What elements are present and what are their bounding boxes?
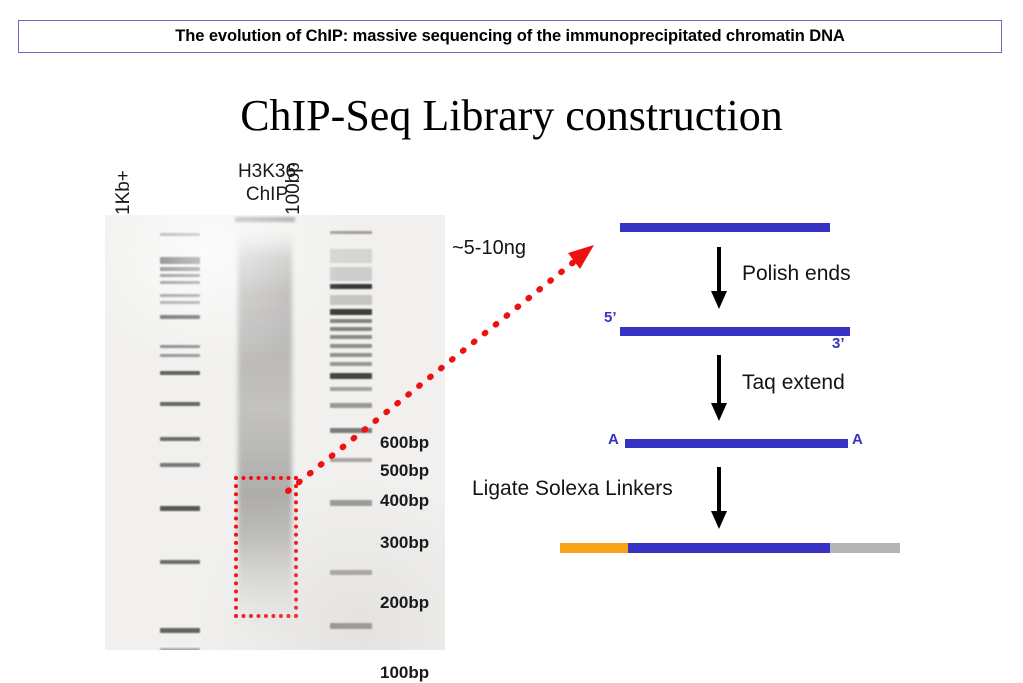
- step-label-ligate-solexa-linkers: Ligate Solexa Linkers: [472, 477, 673, 500]
- ladder-band: [330, 249, 372, 263]
- ladder-band: [330, 335, 372, 339]
- ladder-size-label: 300bp: [380, 533, 430, 552]
- step-arrow-ligate-linkers: [711, 467, 727, 529]
- ladder-band: [160, 354, 200, 357]
- step-arrow-polish-ends: [711, 247, 727, 309]
- ladder-band: [330, 327, 372, 331]
- lane-label-ladder-100bp: 100bp: [283, 162, 304, 215]
- ladder-size-label: 200bp: [380, 593, 430, 612]
- insert-dna: [628, 543, 830, 553]
- ladder-band: [330, 267, 372, 281]
- lane-label-sample-line2: ChIP: [245, 184, 289, 205]
- dna-amount-label: ~5-10ng: [452, 237, 526, 259]
- ladder-band: [160, 437, 200, 441]
- dna-fragment-a-tailed: [625, 439, 848, 448]
- ladder-band: [330, 570, 372, 575]
- lane-label-sample-line1: H3K36: [237, 161, 297, 182]
- ladder-band: [160, 463, 200, 467]
- ladder-band: [160, 274, 200, 277]
- ladder-band: [160, 315, 200, 319]
- ladder-band: [330, 319, 372, 323]
- solexa-linker-right: [830, 543, 900, 553]
- chip-dna-smear: [238, 227, 292, 632]
- ladder-band: [330, 344, 372, 348]
- ladder-band: [330, 231, 372, 234]
- ladder-band: [160, 267, 200, 271]
- dna-fragment-raw: [620, 223, 830, 232]
- ladder-band: [330, 284, 372, 289]
- banner-title-text: The evolution of ChIP: massive sequencin…: [175, 27, 845, 45]
- ladder-band: [330, 500, 372, 506]
- lane-label-ladder-1kb: 1Kb+: [113, 170, 134, 215]
- a-overhang-label-right: A: [852, 431, 863, 448]
- ladder-band: [330, 309, 372, 315]
- ladder-band: [330, 428, 372, 433]
- ladder-band: [330, 353, 372, 357]
- ladder-band: [160, 628, 200, 633]
- ladder-band: [160, 560, 200, 564]
- gel-lane-ladder-1kb: [160, 215, 200, 650]
- ladder-size-label: 500bp: [380, 461, 430, 480]
- page-title: ChIP-Seq Library construction: [240, 91, 783, 140]
- lane-label-sample: H3K36 ChIP: [217, 160, 317, 206]
- ladder-band: [160, 506, 200, 511]
- five-prime-label: 5’: [604, 309, 617, 326]
- gel-lane-ladder-100bp: [330, 215, 372, 650]
- ladder-band: [330, 387, 372, 391]
- ladder-band: [160, 233, 200, 236]
- step-label-taq-extend: Taq extend: [742, 371, 845, 394]
- ladder-band: [160, 281, 200, 284]
- ladder-band: [160, 402, 200, 406]
- slide-header-banner: The evolution of ChIP: massive sequencin…: [18, 20, 1002, 53]
- ladder-band: [160, 257, 200, 264]
- ladder-band: [330, 403, 372, 408]
- ladder-size-label: 600bp: [380, 433, 430, 452]
- size-selection-box: [234, 476, 298, 618]
- ladder-band: [160, 294, 200, 297]
- ladder-band: [330, 458, 372, 462]
- ladder-band: [160, 301, 200, 304]
- ladder-size-label: 100bp: [380, 663, 430, 682]
- ladder-band: [160, 345, 200, 348]
- gel-lane-chip-sample: [227, 215, 303, 650]
- step-label-polish-ends: Polish ends: [742, 262, 851, 285]
- gel-electrophoresis-figure: 1Kb+ H3K36 ChIP 100bp 600bp 500bp 400bp 300…: [105, 160, 450, 682]
- solexa-linker-left: [560, 543, 628, 553]
- ladder-band: [330, 623, 372, 629]
- ladder-band: [330, 295, 372, 305]
- ladder-band: [160, 371, 200, 375]
- ladder-size-label: 400bp: [380, 491, 430, 510]
- ladder-band: [330, 362, 372, 366]
- chip-well-band: [235, 217, 295, 222]
- dna-fragment-blunt: [620, 327, 850, 336]
- ladder-band: [330, 373, 372, 379]
- library-construction-schematic: Polish ends 5’ 3’ Taq extend A A Ligate …: [472, 205, 960, 585]
- final-library-fragment: [560, 543, 900, 553]
- three-prime-label: 3’: [832, 335, 845, 352]
- a-overhang-label-left: A: [608, 431, 619, 448]
- ladder-band: [160, 648, 200, 650]
- step-arrow-taq-extend: [711, 355, 727, 421]
